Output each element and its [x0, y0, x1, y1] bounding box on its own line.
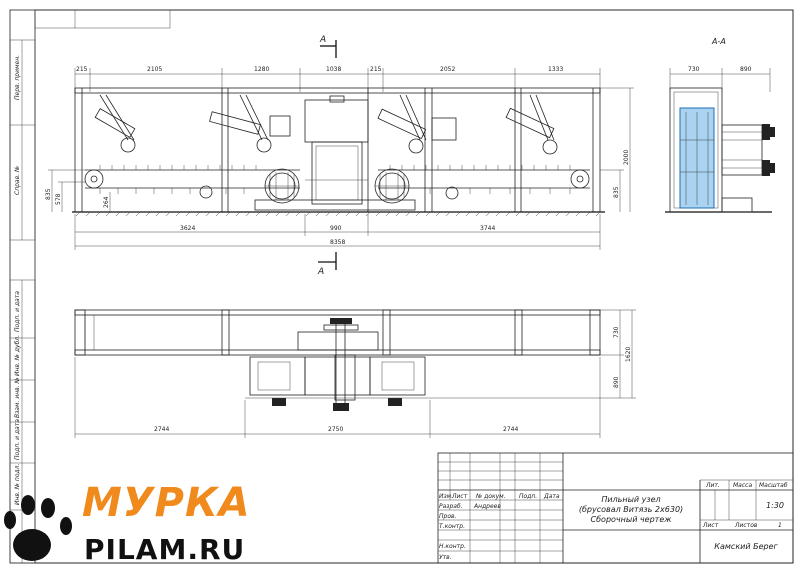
- dim-plan-bottom-3: 2744: [503, 426, 518, 433]
- stamp-sprav-no: Справ. №: [14, 166, 21, 195]
- dim-top-5: 215: [370, 66, 382, 73]
- role-tkontr: Т.контр.: [439, 523, 465, 530]
- col-list: Лист: [451, 493, 468, 500]
- dim-left-2: 578: [55, 193, 62, 205]
- organization: Камский Берег: [714, 542, 778, 551]
- dim-top-1: 215: [76, 66, 88, 73]
- dim-plan-right-1: 730: [613, 326, 620, 338]
- pulley-top: [762, 124, 770, 140]
- side-stamp-column: Перв. примен. Справ. № Подп. и дата Инв.…: [9, 39, 36, 564]
- motor-left: [264, 168, 300, 204]
- plan-view: 730 890 1620 2744 2750 2744: [74, 309, 636, 438]
- dim-plan-right-2: 890: [613, 376, 620, 388]
- col-izm: Изм.: [439, 493, 453, 500]
- dim-section-1: 730: [688, 66, 700, 73]
- pulley-bottom: [762, 160, 770, 176]
- title-block: Изм. Лист № докум. Подп. Дата Разраб. Ан…: [437, 452, 794, 564]
- dim-left-1: 835: [45, 188, 52, 200]
- dim-top-7: 1333: [548, 66, 563, 73]
- label-masshtab: Масштаб: [759, 482, 788, 489]
- dim-right-1: 2000: [623, 150, 630, 165]
- stamp-inv-podl: Инв. № подл.: [14, 464, 21, 505]
- dim-top-4: 1038: [326, 66, 341, 73]
- role-razrab: Разраб.: [439, 503, 463, 510]
- dim-top-3: 1280: [254, 66, 269, 73]
- col-podp: Подп.: [519, 493, 537, 500]
- label-sheet: Лист: [702, 522, 719, 529]
- role-nkontr: Н.контр.: [439, 543, 466, 550]
- label-massa: Масса: [733, 482, 752, 489]
- label-sheets: Листов: [734, 522, 758, 529]
- dim-right-2: 835: [613, 186, 620, 198]
- cut-label-top: А: [319, 35, 326, 45]
- section-label: А-А: [711, 37, 726, 46]
- dim-plan-bottom-1: 2744: [154, 426, 169, 433]
- front-view: А А 215 2105 1280 1038 215 2052 1333: [45, 35, 634, 277]
- stamp-podp-data-1: Подп. и дата: [14, 291, 21, 332]
- stamp-perv-primen: Перв. примен.: [14, 55, 21, 100]
- conveyor-teeth: [99, 165, 571, 194]
- corner-box: [34, 9, 171, 29]
- stamp-vzam-inv: Взам. инв. №: [14, 377, 21, 418]
- dim-top-6: 2052: [440, 66, 455, 73]
- plan-motor-left: [249, 356, 306, 396]
- plan-motor-right: [369, 356, 426, 396]
- paw-icon: [4, 495, 72, 561]
- dim-left-3: 264: [103, 196, 110, 208]
- doc-title-2: (брусовал Витязь 2х630): [579, 505, 683, 514]
- motor-right: [374, 168, 410, 204]
- logo-word-top: МУРКА: [82, 480, 251, 526]
- section-view: А-А 730 890: [665, 37, 775, 213]
- role-utv: Утв.: [439, 554, 452, 561]
- doc-title-3: Сборочный чертеж: [591, 515, 673, 524]
- dim-plan-bottom-2: 2750: [328, 426, 343, 433]
- col-no-dokum: № докум.: [475, 493, 506, 500]
- stamp-inv-dubl: Инв. № дубл.: [14, 335, 21, 376]
- scale-value: 1:30: [766, 501, 784, 510]
- dim-plan-right-3: 1620: [625, 347, 632, 362]
- stamp-podp-data-2: Подп. и дата: [14, 419, 21, 460]
- cut-label-bottom: А: [317, 267, 324, 277]
- dim-total: 8358: [330, 239, 345, 246]
- dim-section-2: 890: [740, 66, 752, 73]
- sheets-value: 1: [778, 522, 782, 529]
- role-prov: Пров.: [439, 513, 457, 520]
- name-razrab: Андреев: [473, 503, 501, 510]
- col-data: Дата: [543, 493, 560, 500]
- label-lit: Лит.: [705, 482, 720, 489]
- doc-title-1: Пильный узел: [601, 495, 660, 504]
- dim-bottom-3: 3744: [480, 225, 495, 232]
- dim-bottom-1: 3624: [180, 225, 195, 232]
- logo-word-bottom: PILAM.RU: [84, 533, 246, 566]
- saw-housing: [304, 99, 369, 143]
- dim-bottom-2: 990: [330, 225, 342, 232]
- dim-top-2: 2105: [147, 66, 162, 73]
